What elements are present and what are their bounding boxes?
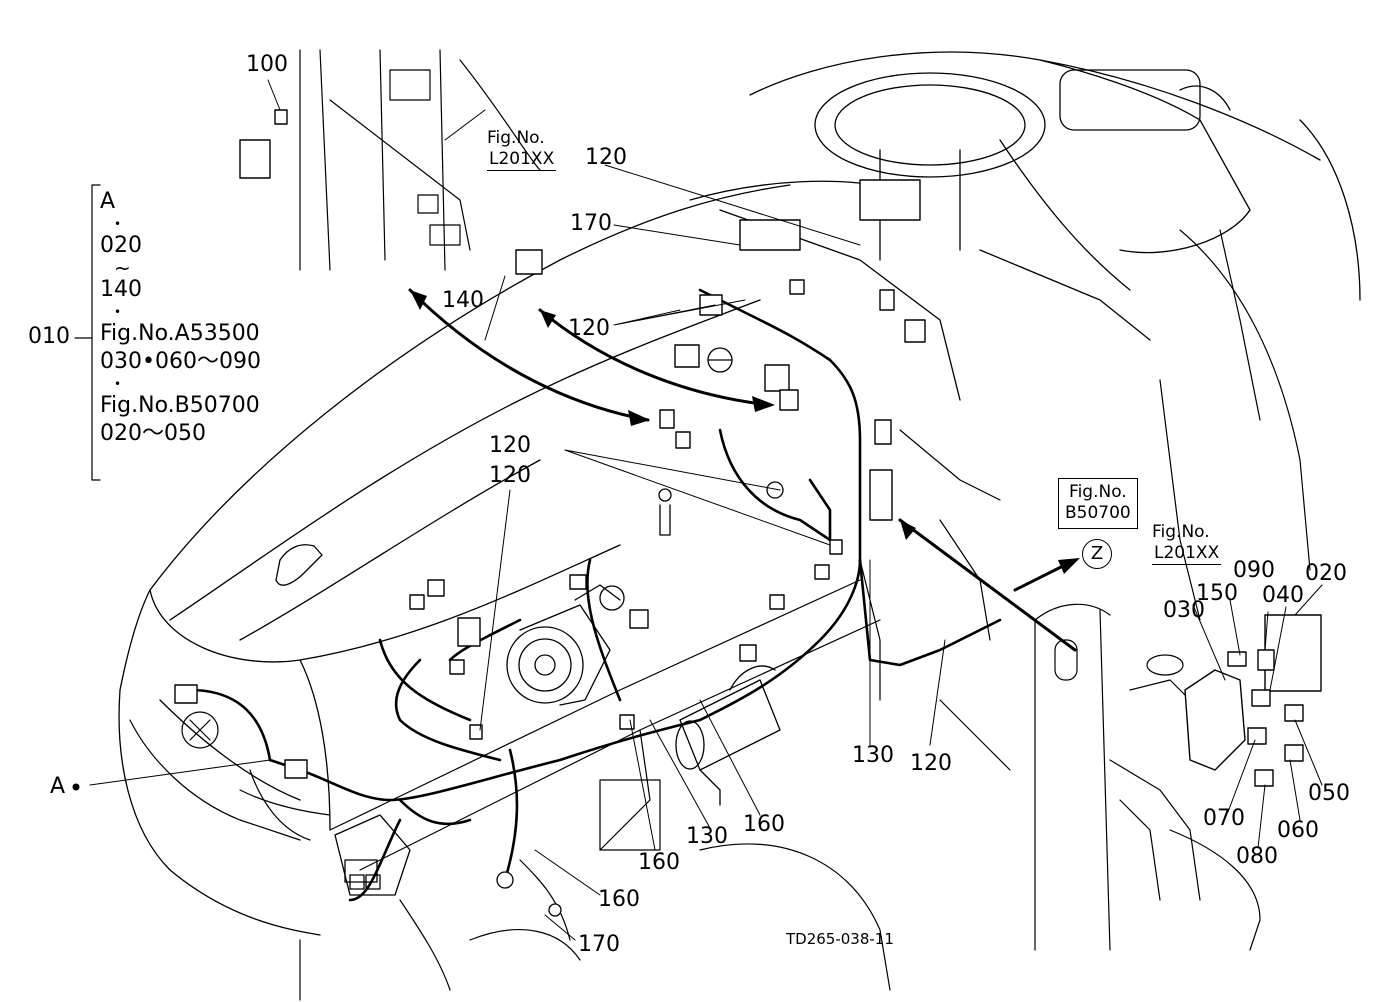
callout-120-left-b: 120 <box>489 463 531 488</box>
detail-callout-070: 070 <box>1203 806 1245 831</box>
clamps <box>496 347 784 917</box>
callout-120-top: 120 <box>585 145 627 170</box>
inset-panel-upper-left <box>299 49 541 271</box>
wiring-harness <box>188 288 1002 902</box>
legend-line: • <box>114 377 122 391</box>
pointer-a-dot <box>72 783 80 791</box>
callout-130-a: 130 <box>852 743 894 768</box>
starter-motor <box>675 665 781 806</box>
legend-line: Fig.No.A53500 <box>100 321 260 346</box>
figref-top-line2: L201XX <box>487 149 557 172</box>
callout-160-c: 160 <box>743 812 785 837</box>
legend-line: 020～050 <box>100 421 206 446</box>
rear-fender-outline <box>899 229 1311 641</box>
legend-line: A <box>100 189 116 214</box>
legend-line: • <box>114 217 122 231</box>
legend-line: 030•060～090 <box>100 349 261 374</box>
legend-line: 140 <box>100 277 142 302</box>
zoom-arrows <box>408 288 1077 652</box>
detail-callout-150: 150 <box>1196 581 1238 606</box>
callout-120-left-a: 120 <box>489 433 531 458</box>
dashboard-outline <box>689 51 1361 401</box>
detail-callout-040: 040 <box>1262 583 1304 608</box>
detail-callout-080: 080 <box>1236 844 1278 869</box>
callout-170-top: 170 <box>570 211 612 236</box>
figref-top-line1: Fig.No. <box>487 128 545 148</box>
callout-130-b: 130 <box>686 824 728 849</box>
callout-140: 140 <box>442 288 484 313</box>
figref-detail: Fig.No. L201XX <box>1152 522 1222 566</box>
chassis-frame <box>299 559 1011 1001</box>
drawing-code: TD265-038-11 <box>786 930 894 948</box>
alternator <box>506 584 625 706</box>
detail-callout-050: 050 <box>1308 781 1350 806</box>
callout-160-a: 160 <box>638 850 680 875</box>
callout-a-pointer: A <box>50 774 66 799</box>
detail-callout-090: 090 <box>1233 558 1275 583</box>
hood-outline <box>118 184 791 936</box>
callout-120-mid: 120 <box>568 316 610 341</box>
detail-callout-060: 060 <box>1277 818 1319 843</box>
detail-callout-020: 020 <box>1305 561 1347 586</box>
callout-leaders <box>89 79 1323 941</box>
figref-zoom-line2: B50700 <box>1065 503 1131 524</box>
callout-100: 100 <box>246 52 288 77</box>
legend-a-block: A • 020~140 • Fig.No.A53500 030•060～090 • Fig.N… <box>100 188 261 448</box>
legend-callout-010: 010 <box>28 324 70 349</box>
legend-line: Fig.No.B50700 <box>100 393 260 418</box>
harness-connectors <box>174 109 1322 779</box>
detail-callout-030: 030 <box>1163 598 1205 623</box>
figref-detail-line2: L201XX <box>1152 543 1222 566</box>
callout-160-b: 160 <box>598 887 640 912</box>
figref-top: Fig.No. L201XX <box>487 128 557 172</box>
arrow-heads <box>410 290 1080 574</box>
figref-zoom-line1: Fig.No. <box>1069 482 1127 502</box>
callout-120-bottom: 120 <box>910 751 952 776</box>
detail-panel-right <box>1034 603 1261 951</box>
fuse-box <box>334 814 411 896</box>
zoom-marker-z: Z <box>1082 539 1112 569</box>
callout-170-bottom: 170 <box>578 932 620 957</box>
legend-line: ~ <box>114 256 131 280</box>
front-grille <box>129 711 331 841</box>
figref-detail-line1: Fig.No. <box>1152 522 1210 542</box>
figref-zoom-box: Fig.No. B50700 <box>1058 478 1138 529</box>
legend-line: • <box>114 305 122 319</box>
fuse-detail-parts <box>1184 649 1304 787</box>
legend-bracket <box>74 184 101 481</box>
legend-line: 020 <box>100 233 142 258</box>
